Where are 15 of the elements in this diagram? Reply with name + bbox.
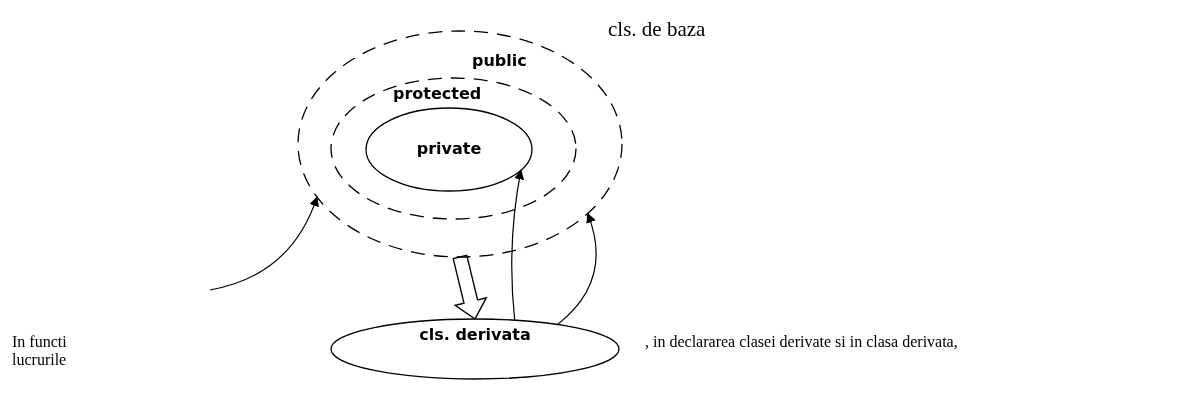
arrow <box>209 196 319 291</box>
ellipse-node <box>330 318 620 380</box>
ellipse-node <box>330 77 577 220</box>
node-label: cls. derivata <box>419 326 531 344</box>
hollow-arrow <box>452 254 488 321</box>
node-label: private <box>416 140 482 158</box>
node-caption: cls. de baza <box>608 20 706 38</box>
body-text: In functi <box>12 333 67 351</box>
arrow <box>557 212 597 325</box>
node-label: protected <box>393 85 482 103</box>
body-text: lucrurile <box>12 351 67 369</box>
arrow <box>511 169 525 321</box>
ellipse-node <box>365 107 533 192</box>
body-text: , in declararea clasei derivate si in clasa derivata, <box>645 333 958 351</box>
node-label: public <box>472 52 527 70</box>
